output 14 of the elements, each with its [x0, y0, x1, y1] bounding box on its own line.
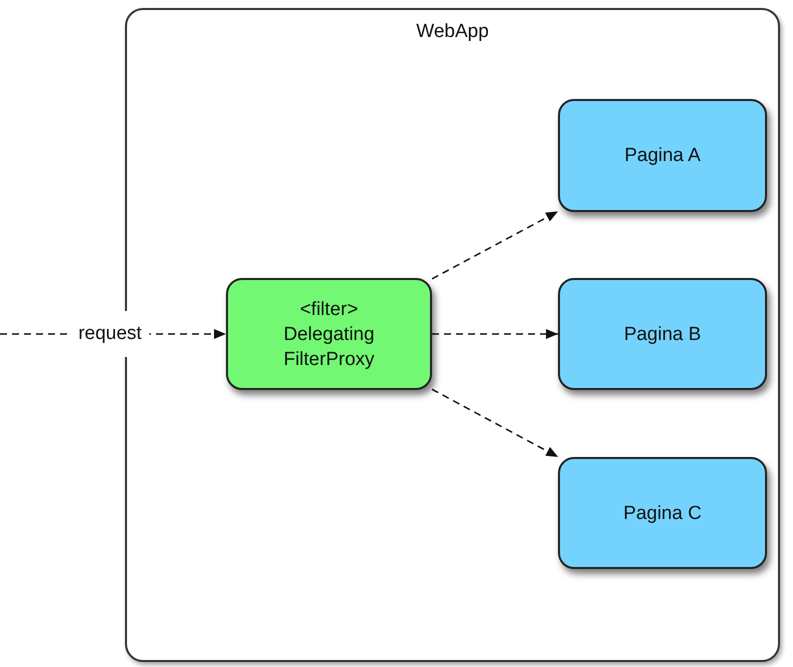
arrow: [432, 329, 558, 339]
box-label: Pagina A: [624, 144, 701, 168]
container-title: WebApp: [415, 20, 490, 44]
arrow: [432, 388, 559, 458]
filter-box: [226, 278, 432, 390]
box-label: Pagina B: [624, 322, 702, 346]
edge-label: request: [70, 311, 150, 357]
box-label: Delegating FilterProxy: [282, 322, 376, 372]
page-box: [558, 278, 767, 390]
box-label: Pagina C: [623, 502, 702, 526]
page-box: [558, 457, 767, 569]
box-label: <filter>: [300, 298, 358, 322]
arrow: [432, 210, 558, 280]
page-box: [558, 99, 767, 212]
